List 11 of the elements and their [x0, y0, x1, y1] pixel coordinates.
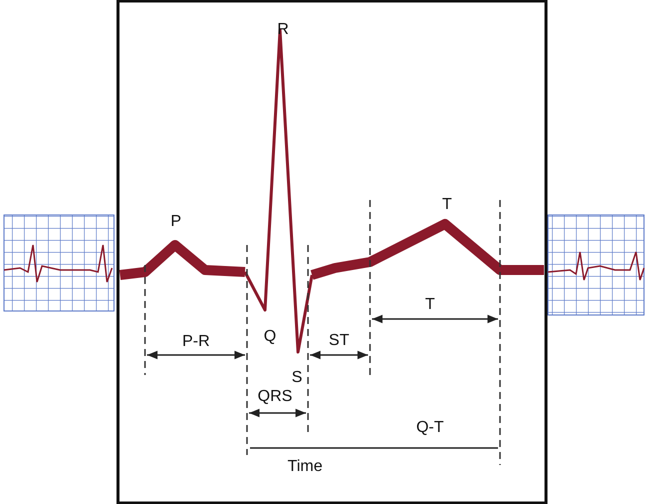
interval-label: ST: [328, 332, 350, 350]
wave-label: P: [170, 213, 182, 231]
wave-label: Q: [264, 328, 276, 346]
wave-label: T: [442, 196, 452, 214]
wave-label: R: [277, 21, 289, 39]
interval-label: Q-T: [416, 419, 444, 437]
interval-label: P-R: [182, 333, 210, 351]
wave-label: S: [292, 369, 302, 387]
axis-label: Time: [288, 458, 322, 476]
interval-label: QRS: [258, 388, 292, 406]
interval-label: T: [425, 296, 435, 314]
